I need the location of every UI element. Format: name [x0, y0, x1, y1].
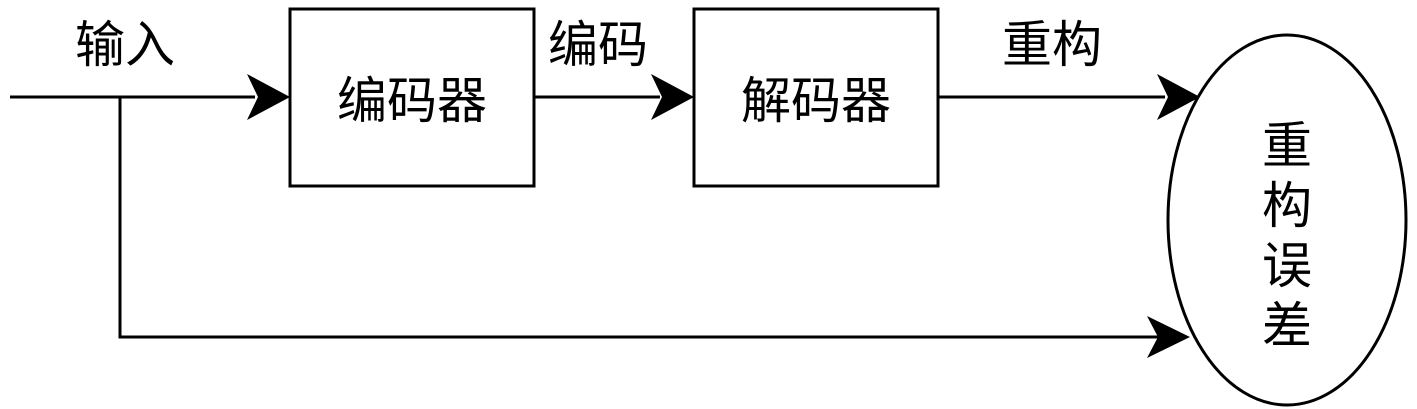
reconstruction-error-node [1166, 33, 1408, 407]
error-node-char: 误 [1262, 237, 1312, 295]
code-label: 编码 [548, 16, 648, 74]
error-node-char: 构 [1262, 177, 1312, 235]
reconstruction-arrowhead [1157, 74, 1200, 120]
encoder-label: 编码器 [337, 72, 487, 130]
reconstruction-label: 重构 [1002, 16, 1102, 74]
bypass-arrowhead [1147, 316, 1190, 358]
code-arrowhead [651, 74, 694, 120]
encoder-block [288, 7, 536, 188]
decoder-label: 解码器 [741, 72, 891, 130]
error-node-char: 差 [1262, 297, 1312, 355]
decoder-block [692, 7, 940, 188]
input-label: 输入 [75, 16, 175, 74]
error-node-char: 重 [1262, 117, 1312, 175]
input-arrowhead [247, 74, 290, 120]
bypass-line [118, 97, 1160, 339]
